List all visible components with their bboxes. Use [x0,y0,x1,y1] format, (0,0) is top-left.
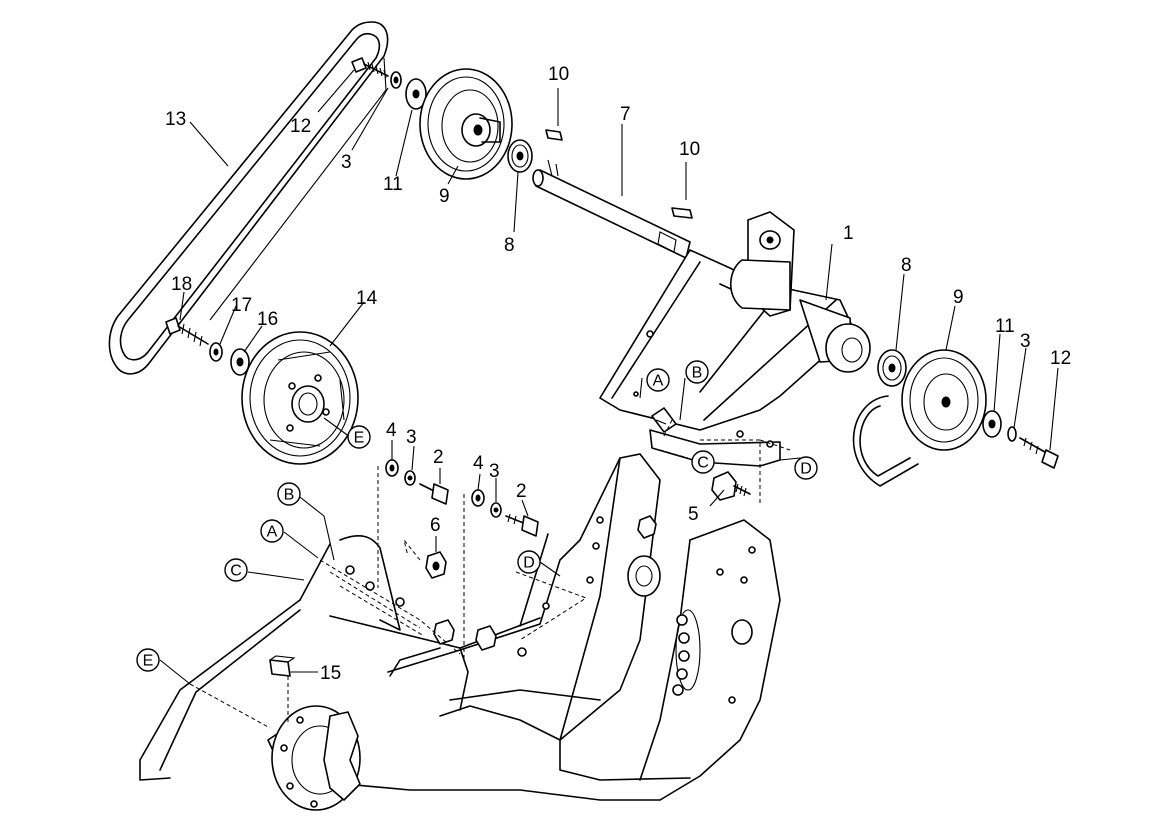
part-number-10-left: 10 [548,64,569,85]
svg-text:B: B [692,365,703,382]
part-number-16: 16 [257,309,278,330]
svg-text:D: D [800,461,812,478]
bolt-2-left [419,483,449,505]
part-number-14: 14 [356,288,378,309]
part-number-9-right: 9 [953,287,964,308]
part-number-8-top: 8 [504,235,515,256]
bolt-2-right [505,513,539,537]
svg-text:C: C [230,563,242,580]
svg-text:A: A [267,524,278,541]
v-belt [108,21,389,375]
reference-letter-e-lower: E [136,648,160,672]
part-number-9-top: 9 [439,186,450,207]
pulley-9-top [419,68,513,180]
washer-4-left [385,459,399,477]
svg-text:B: B [284,487,295,504]
bolt-5 [711,471,751,501]
key-10-right [671,207,693,219]
washer-3-right [1007,426,1017,442]
part-number-5: 5 [688,504,699,525]
reference-letter-a-lower: A [260,519,284,543]
part-number-11-top: 11 [383,174,403,195]
bolt-12-right [1019,437,1059,469]
part-number-4-right: 4 [473,453,484,474]
part-number-18: 18 [171,274,192,295]
main-frame-arm-1 [599,211,871,467]
part-number-4-left: 4 [386,420,397,441]
nut-6 [425,551,447,579]
washer-3-top [390,71,402,89]
part-number-10-right: 10 [679,139,700,160]
washer-17 [209,342,223,362]
part-number-3-left: 3 [406,427,417,448]
part-number-3-top: 3 [341,152,352,173]
bearing-8-top [507,139,533,173]
key-10-left [545,129,563,141]
main-housing [139,453,781,801]
part-number-1: 1 [843,223,854,244]
reference-letter-d-upper: D [794,456,818,480]
part-number-15: 15 [320,663,341,684]
part-number-17: 17 [231,295,252,316]
part-number-3-right: 3 [1020,331,1031,352]
reference-letter-d-lower: D [517,550,541,574]
svg-text:C: C [697,455,709,472]
key-15 [269,655,296,677]
washer-4-right [471,489,485,507]
svg-text:A: A [653,373,664,390]
part-number-8-right: 8 [901,255,912,276]
reference-letter-c-upper: C [691,450,715,474]
reference-letter-a-upper: A [646,368,670,392]
washer-11-right [982,410,1002,438]
washer-16 [230,348,250,376]
washer-11-top [405,78,427,110]
part-number-12-top: 12 [290,116,311,137]
belt-guard-u [852,395,919,487]
part-number-11-right: 11 [995,316,1015,337]
washer-3-mid [490,502,502,518]
svg-text:E: E [143,653,154,670]
reference-letter-b-lower: B [277,482,301,506]
svg-text:E: E [354,430,365,447]
bolt-18 [165,317,209,347]
part-number-2-right: 2 [516,481,527,502]
part-number-7: 7 [620,104,631,125]
shaft-7 [532,159,691,259]
part-number-12-right: 12 [1050,348,1071,369]
svg-text:D: D [523,555,535,572]
washer-3-left [404,470,416,486]
hub-flange [267,705,361,811]
bearing-8-right [877,349,907,387]
dashed-guides [189,419,791,729]
part-number-6: 6 [430,515,441,536]
part-number-13: 13 [165,109,186,130]
bolt-12-top [351,57,389,79]
reference-letter-c-lower: C [224,558,248,582]
reference-letter-e-upper: E [347,425,371,449]
part-number-2-left: 2 [433,447,444,468]
leader-lines [159,69,1059,685]
pulley-9-right [901,349,987,451]
pulley-14 [241,331,359,465]
reference-letter-b-upper: B [685,360,709,384]
part-number-3-mid: 3 [489,461,500,482]
